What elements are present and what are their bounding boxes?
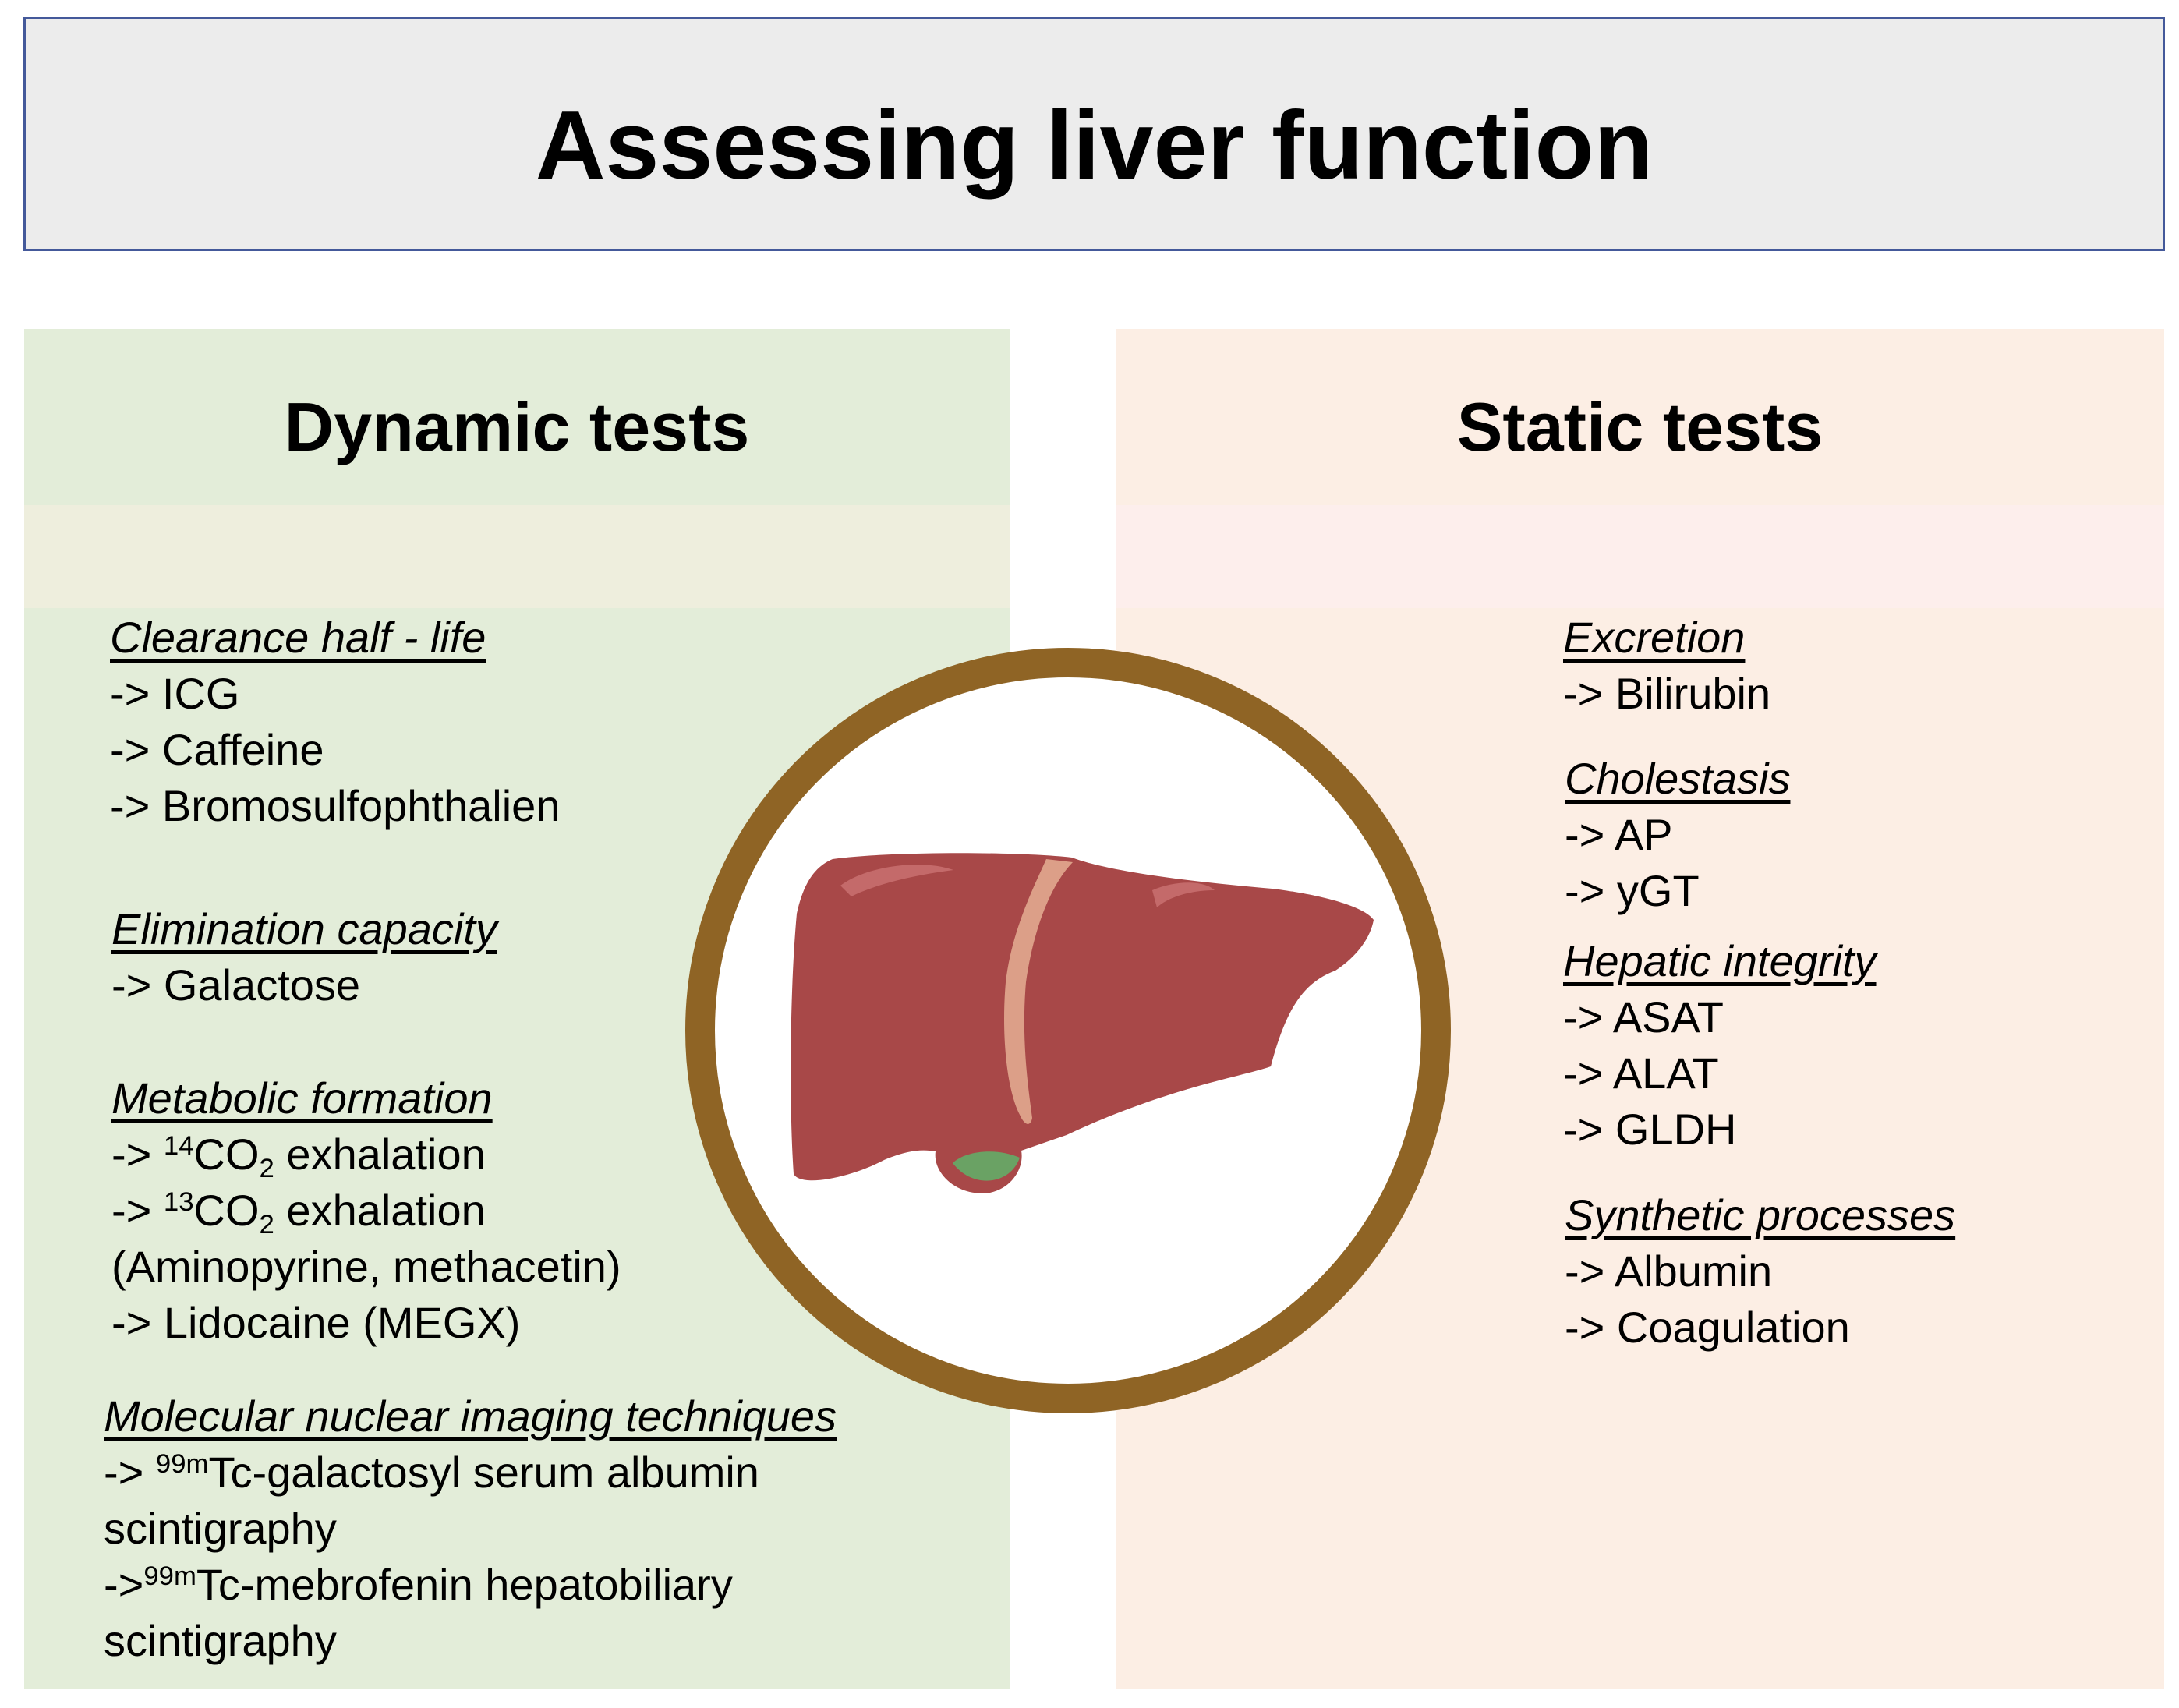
dynamic-tests-heading: Dynamic tests (284, 388, 750, 465)
cholestasis-section: Cholestasis -> AP -> yGT (1565, 751, 1790, 919)
co2-14-exhalation: -> 14CO2 exhalation (111, 1130, 486, 1184)
clearance-item: -> Bromosulfophthalien (110, 781, 561, 830)
synthetic-processes-item: -> Coagulation (1565, 1303, 1850, 1352)
liver-circle-ring (685, 648, 1451, 1413)
metabolic-section: Metabolic formation -> 14CO2 exhalation … (111, 1070, 621, 1351)
nuclear-item: -> 99mTc-galactosyl serum albumin (104, 1448, 759, 1497)
clearance-item: -> ICG (110, 669, 240, 718)
nuclear-imaging-section: Molecular nuclear imaging techniques -> … (104, 1388, 837, 1669)
hepatic-integrity-section: Hepatic integrity -> ASAT -> ALAT -> GLD… (1563, 933, 1877, 1158)
excretion-section: Excretion -> Bilirubin (1563, 610, 1770, 722)
lidocaine-item: -> Lidocaine (MEGX) (111, 1298, 521, 1347)
liver-icon (791, 853, 1374, 1193)
hepatic-integrity-title: Hepatic integrity (1563, 936, 1877, 985)
gallbladder-icon (953, 1151, 1020, 1181)
cholestasis-title: Cholestasis (1565, 754, 1791, 803)
nuclear-item-continuation: scintigraphy (104, 1504, 337, 1553)
cholestasis-item: -> AP (1565, 810, 1673, 859)
clearance-item: -> Caffeine (110, 725, 324, 774)
synthetic-processes-item: -> Albumin (1565, 1247, 1773, 1296)
synthetic-processes-title: Synthetic processes (1565, 1190, 1956, 1239)
static-heading-band (1116, 505, 2164, 608)
cholestasis-item: -> yGT (1565, 866, 1700, 915)
hepatic-integrity-item: -> GLDH (1563, 1105, 1737, 1154)
metabolic-title: Metabolic formation (111, 1073, 493, 1123)
excretion-title: Excretion (1563, 613, 1746, 662)
elimination-title: Elimination capacity (111, 904, 497, 953)
nuclear-item-continuation: scintigraphy (104, 1616, 337, 1665)
metabolic-note: (Aminopyrine, methacetin) (111, 1242, 621, 1291)
nuclear-imaging-title: Molecular nuclear imaging techniques (104, 1392, 837, 1441)
title-box: Assessing liver function (23, 17, 2165, 251)
hepatic-integrity-item: -> ALAT (1563, 1048, 1719, 1098)
elimination-section: Elimination capacity -> Galactose (111, 901, 497, 1013)
liver-highlight-icon (1152, 882, 1215, 907)
dynamic-heading-band (24, 505, 1010, 608)
elimination-item: -> Galactose (111, 960, 361, 1010)
co2-13-exhalation: -> 13CO2 exhalation (111, 1186, 486, 1240)
static-tests-heading: Static tests (1456, 388, 1823, 465)
liver-illustration (685, 648, 1451, 1413)
clearance-title: Clearance half - life (110, 613, 486, 662)
clearance-section: Clearance half - life -> ICG -> Caffeine… (110, 610, 560, 834)
hepatic-integrity-item: -> ASAT (1563, 992, 1724, 1041)
liver-highlight-icon (840, 865, 953, 896)
synthetic-processes-section: Synthetic processes -> Albumin -> Coagul… (1565, 1187, 1955, 1356)
excretion-item: -> Bilirubin (1563, 669, 1771, 718)
nuclear-item: ->99mTc-mebrofenin hepatobiliary (104, 1560, 733, 1609)
falciform-ligament-icon (1004, 859, 1073, 1124)
page-title: Assessing liver function (535, 92, 1654, 200)
